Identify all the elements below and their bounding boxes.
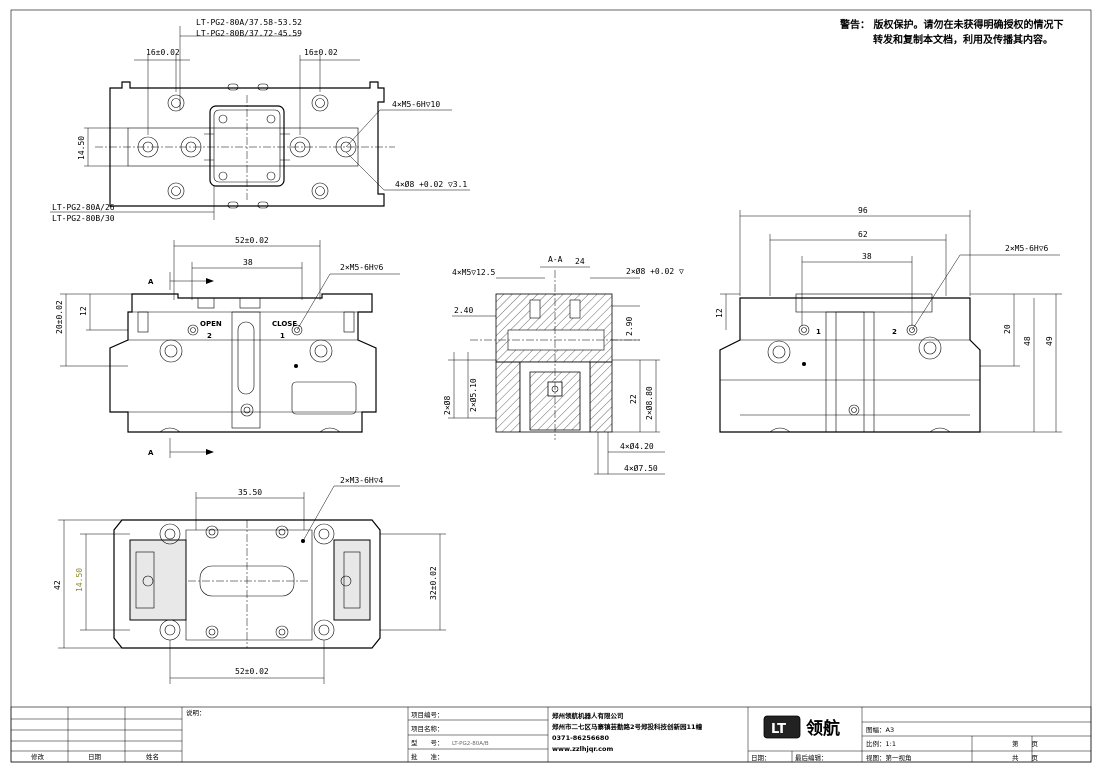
label-port-2: 2 bbox=[207, 332, 212, 340]
dim-section-290: 2.90 bbox=[625, 317, 634, 336]
dim-bottom-32: 32±0.02 bbox=[429, 566, 438, 600]
title-block: 修改 日期 姓名 说明： 项目编号： 项目名称： 型 号： LT-PG2-80A… bbox=[10, 706, 1092, 763]
dim-section-240: 2.40 bbox=[454, 306, 473, 315]
note-top-thread: 4×M5-6H▽10 bbox=[392, 100, 440, 109]
section-a-top: A bbox=[148, 278, 154, 286]
dim-section-510: 2×Ø5.10 bbox=[468, 378, 478, 412]
dim-top-14-50: 14.50 bbox=[77, 136, 86, 160]
remark-label: 说明： bbox=[186, 708, 206, 717]
page-number: 第 页 bbox=[1012, 739, 1039, 748]
side-port-2: 2 bbox=[892, 328, 897, 336]
label-close: CLOSE bbox=[272, 320, 297, 328]
dim-section-22: 22 bbox=[629, 394, 638, 404]
company-phone: 0371-86256680 bbox=[552, 734, 609, 742]
section-title: A-A bbox=[548, 255, 563, 264]
dim-section-420: 4×Ø4.20 bbox=[620, 441, 654, 451]
warning-line-2: 转发和复制本文档，利用及传播其内容。 bbox=[873, 33, 1053, 46]
dim-front-20: 20±0.02 bbox=[55, 300, 64, 334]
front-view: OPEN 2 CLOSE 1 52±0.02 38 2×M5-6H▽6 20±0… bbox=[55, 236, 400, 458]
dim-section-750: 4×Ø7.50 bbox=[624, 463, 658, 473]
note-section-m5: 4×M5▽12.5 bbox=[452, 268, 496, 277]
model-value: LT-PG2-80A/B bbox=[452, 741, 489, 747]
project-no-label: 项目编号： bbox=[411, 710, 444, 719]
dim-section-880: 2×Ø8.80 bbox=[644, 386, 654, 420]
dim-top-16-left: 16±0.02 bbox=[146, 48, 180, 57]
dim-bottom-52: 52±0.02 bbox=[235, 667, 269, 676]
top-view: LT-PG2-80A/37.58-53.52 LT-PG2-80B/37.72-… bbox=[50, 18, 470, 223]
dim-bottom-42: 42 bbox=[53, 580, 62, 590]
label-open: OPEN bbox=[200, 320, 222, 328]
projection-view: 视图：第一视角 bbox=[866, 753, 912, 762]
last-edit-label: 最后编辑： bbox=[795, 753, 828, 762]
company-website: www.zzlhjqr.com bbox=[552, 745, 613, 753]
section-a-bottom: A bbox=[148, 449, 154, 457]
note-top-pin: 4×Ø8 +0.02 ▽3.1 bbox=[395, 179, 467, 189]
company-logo: LT 领航 bbox=[763, 715, 840, 739]
note-front-thread: 2×M5-6H▽6 bbox=[340, 263, 384, 272]
page-total: 共 页 bbox=[1012, 753, 1039, 762]
dim-top-16-right: 16±0.02 bbox=[304, 48, 338, 57]
label-port-1: 1 bbox=[280, 332, 285, 340]
note-side-thread: 2×M5-6H▽6 bbox=[1005, 244, 1049, 253]
dim-front-12: 12 bbox=[79, 306, 88, 316]
dim-side-12: 12 bbox=[715, 308, 724, 318]
dim-side-48: 48 bbox=[1023, 336, 1032, 346]
section-view: A-A 4×M5▽12.5 24 2×Ø8 +0.02 ▽ 2.40 2.90 … bbox=[442, 255, 684, 475]
col-name: 姓名 bbox=[146, 752, 159, 761]
logo-mark: LT bbox=[771, 722, 786, 737]
col-date: 日期 bbox=[88, 753, 102, 761]
col-modify: 修改 bbox=[31, 752, 45, 761]
dim-side-62: 62 bbox=[858, 230, 868, 239]
logo-text: 领航 bbox=[806, 718, 840, 739]
company-name: 郑州领航机器人有限公司 bbox=[552, 711, 624, 720]
approve-label: 批 准： bbox=[411, 752, 444, 761]
dim-side-38: 38 bbox=[862, 252, 872, 261]
note-section-pin8: 2×Ø8 +0.02 ▽ bbox=[626, 266, 684, 276]
company-address: 郑州市二七区马寨镇芸勤路2号郑投科技创新园11幢 bbox=[552, 722, 703, 731]
dim-bottom-35: 35.50 bbox=[238, 488, 262, 497]
dim-side-96: 96 bbox=[858, 206, 868, 215]
dim-front-38: 38 bbox=[243, 258, 253, 267]
date-label: 日期： bbox=[751, 754, 771, 762]
model-label: 型 号： bbox=[411, 738, 444, 747]
note-bottom-thread: 2×M3-6H▽4 bbox=[340, 476, 384, 485]
dim-front-52: 52±0.02 bbox=[235, 236, 269, 245]
side-port-1: 1 bbox=[816, 328, 821, 336]
dim-section-24: 24 bbox=[575, 257, 585, 266]
dim-side-20: 20 bbox=[1003, 324, 1012, 334]
warning-line-1: 警告： 版权保护。请勿在未获得明确授权的情况下 bbox=[839, 18, 1063, 31]
dim-model-b-stroke: LT-PG2-80B/37.72-45.59 bbox=[196, 29, 302, 38]
project-name-label: 项目名称： bbox=[411, 724, 444, 733]
dim-model-a-len: LT-PG2-80A/26 bbox=[52, 203, 115, 212]
dim-model-b-len: LT-PG2-80B/30 bbox=[52, 214, 115, 223]
dim-bottom-14: 14.50 bbox=[75, 568, 84, 592]
bottom-view: 35.50 2×M3-6H▽4 42 14.50 32±0.02 52±0.02 bbox=[53, 476, 446, 684]
dim-side-49: 49 bbox=[1045, 336, 1054, 346]
sheet-size: 图幅：A3 bbox=[866, 725, 894, 734]
side-view: 1 2 96 62 38 2×M5-6H▽6 12 20 48 49 bbox=[715, 206, 1062, 433]
scale: 比例：1:1 bbox=[866, 739, 896, 748]
dim-model-a-stroke: LT-PG2-80A/37.58-53.52 bbox=[196, 18, 302, 27]
dim-section-8: 2×Ø8 bbox=[442, 396, 452, 415]
